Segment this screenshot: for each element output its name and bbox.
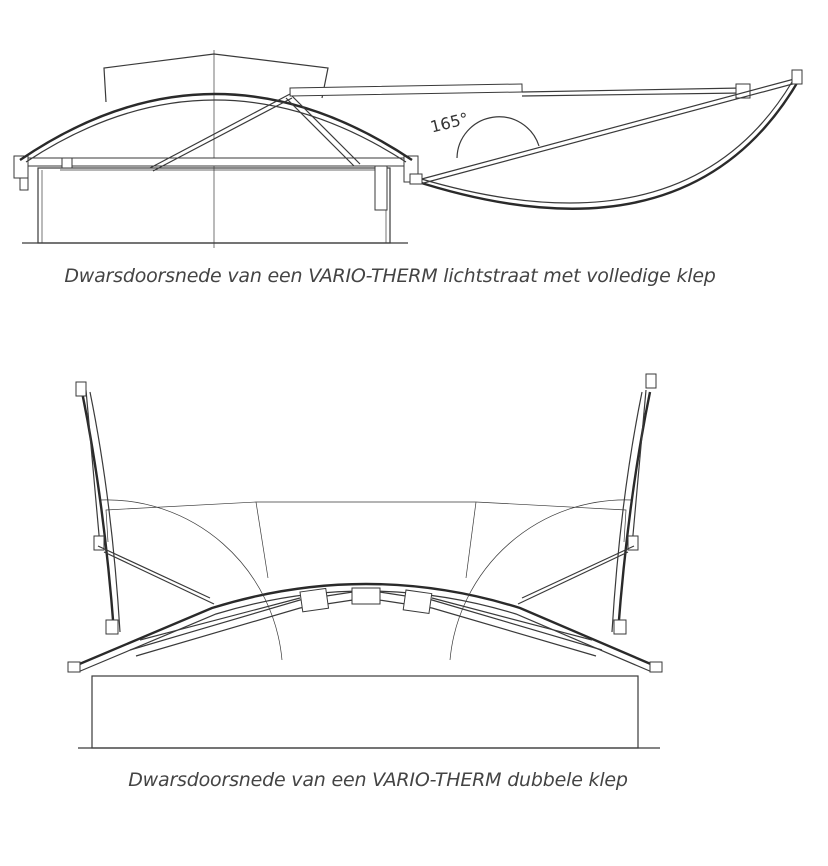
- open-flap-chord: [417, 77, 799, 181]
- brace-right: [289, 93, 361, 165]
- left-flap-inner: [89, 391, 121, 633]
- roof-closed: [69, 582, 661, 670]
- ghost-outline: [105, 501, 627, 543]
- left-arm: [97, 545, 211, 599]
- brace-left: [149, 93, 291, 169]
- upstand-frame: [91, 675, 639, 749]
- left-flap-tip: [75, 381, 87, 397]
- dome-inner: [25, 99, 407, 163]
- upstand-frame: [37, 167, 391, 244]
- right-flap-inner: [611, 391, 643, 633]
- swing-arc-left: [99, 499, 283, 661]
- actuator-cylinder: [289, 83, 523, 97]
- technical-drawing-double-flap: [67, 373, 663, 749]
- swing-arc-right: [449, 499, 633, 661]
- open-flap-tip: [791, 69, 803, 85]
- dome-outer: [19, 92, 413, 161]
- left-flap-outer: [80, 391, 116, 633]
- angle-arc: [456, 116, 540, 159]
- right-arm: [521, 545, 635, 599]
- angle-label: 165°: [428, 109, 470, 137]
- actuator-right: [402, 589, 433, 614]
- right-flap-outer: [616, 391, 652, 633]
- technical-drawing-full-flap: 165°: [13, 50, 803, 248]
- right-flap-tip: [645, 373, 657, 389]
- center-hinge: [351, 587, 381, 605]
- open-dome-outer: [411, 77, 802, 210]
- flap-outline: [103, 53, 329, 103]
- open-dome-inner: [417, 81, 793, 204]
- caption-full-flap: Dwarsdoorsnede van een VARIO-THERM licht…: [64, 265, 716, 287]
- actuator-left: [299, 587, 330, 613]
- caption-double-flap: Dwarsdoorsnede van een VARIO-THERM dubbe…: [128, 769, 628, 791]
- actuator-rod: [521, 87, 743, 93]
